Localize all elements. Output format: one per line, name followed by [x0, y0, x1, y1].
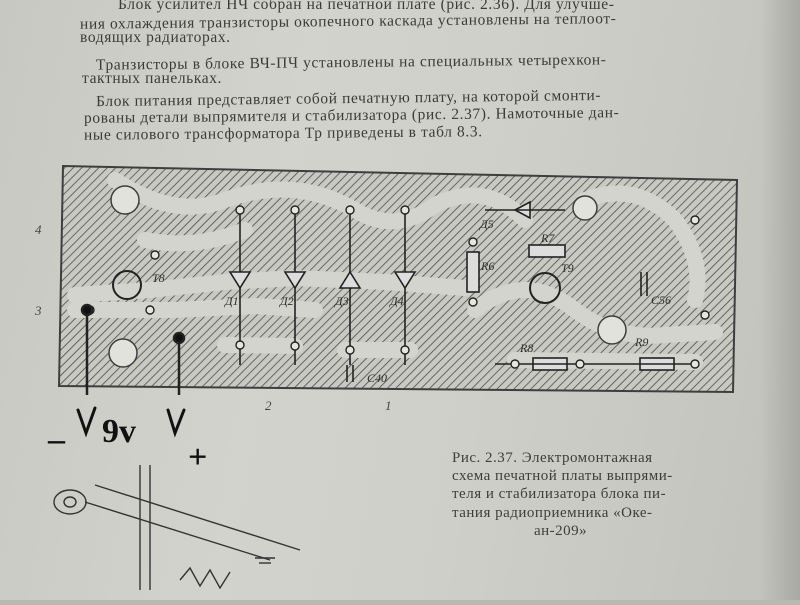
pin-label-4: 4	[35, 222, 42, 237]
label-t8: Т8	[152, 271, 165, 285]
mounting-hole	[597, 315, 627, 345]
mounting-hole	[572, 195, 598, 221]
caption-line: тания радиоприемника «Оке-	[452, 505, 653, 521]
hand-minus: –	[47, 421, 66, 458]
label-d1: Д1	[224, 294, 239, 308]
diode-d2-symbol	[283, 271, 307, 290]
hand-plus: +	[188, 439, 207, 476]
mounting-hole	[108, 338, 138, 368]
diode-d3-symbol	[338, 270, 362, 289]
trace	[467, 282, 723, 344]
pin-label-3: 3	[35, 303, 42, 318]
transistor-t9-symbol	[529, 272, 561, 304]
sketch-drawing: – 9v +	[47, 406, 301, 590]
hand-voltage: 9v	[102, 413, 136, 450]
pin-label-2: 2	[265, 398, 272, 413]
label-d2: Д2	[279, 294, 294, 308]
text-line: тактных панельках.	[82, 70, 223, 87]
caption-line: ан-209»	[534, 523, 588, 539]
caption-line: теля и стабилизатора блока пи-	[452, 486, 667, 502]
resistor-r6-symbol	[466, 251, 480, 293]
text-line: ные силового трансформатора Тр приведены…	[83, 123, 483, 144]
arrow-head-right	[166, 408, 186, 438]
text-line: водящих радиаторах.	[80, 29, 231, 46]
trace	[67, 298, 323, 318]
label-r9: R9	[634, 335, 648, 349]
label-c56: С56	[651, 293, 671, 307]
transistor-t8-symbol	[112, 270, 142, 300]
caption-line: схема печатной платы выпрями-	[452, 468, 673, 484]
label-d4: Д4	[389, 294, 404, 308]
page-edge-shadow	[760, 0, 800, 600]
caption-line: Рис. 2.37. Электромонтажная	[452, 450, 653, 466]
trace	[137, 222, 253, 252]
label-d3: Д3	[334, 294, 349, 308]
trace	[577, 185, 706, 308]
handwritten-annotation: – 9v +	[0, 290, 330, 600]
diode-d4-symbol	[393, 271, 417, 290]
mounting-hole	[110, 185, 140, 215]
diode-d1-symbol	[228, 271, 252, 290]
label-c40: С40	[367, 371, 387, 385]
label-t9: Т9	[561, 261, 574, 275]
sketch-coil	[53, 489, 87, 515]
label-r7: R7	[540, 231, 555, 245]
label-r8: R8	[519, 341, 533, 355]
pcb-drawing: Т8 Т9 Д1 Д2 Д3 Д4 Д5 R6 R7 R8 R9 С56 С40	[57, 164, 739, 440]
text-line: Блок усилител НЧ собран на печатной плат…	[118, 0, 615, 13]
label-r6: R6	[480, 259, 494, 273]
arrow-head-left	[76, 406, 97, 438]
trace	[67, 270, 473, 303]
pin-label-1: 1	[385, 398, 392, 413]
pcb-diagram: Т8 Т9 Д1 Д2 Д3 Д4 Д5 R6 R7 R8 R9 С56 С40…	[35, 160, 740, 440]
resistor-r7-symbol	[528, 244, 566, 258]
label-d5: Д5	[479, 217, 494, 231]
